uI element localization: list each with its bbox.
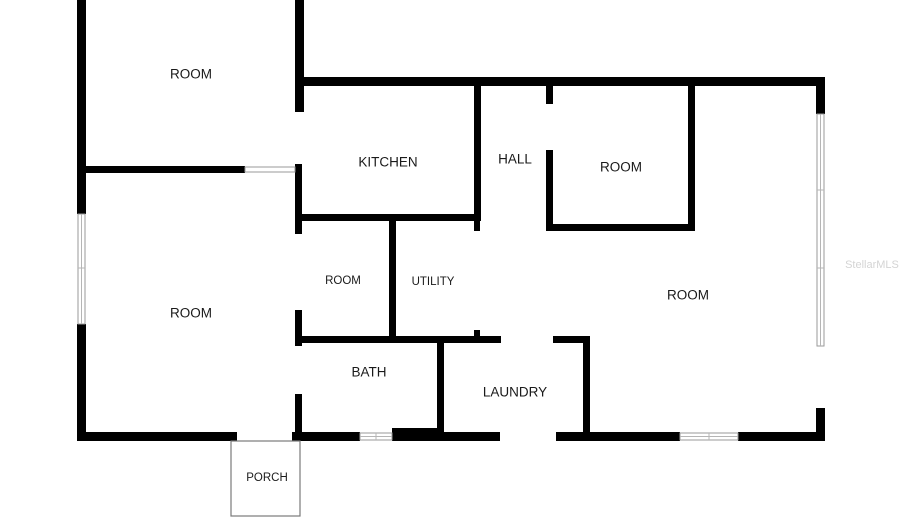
wall-outer-right-top (816, 77, 825, 114)
wall-top-room-bottom (77, 166, 245, 173)
wall-utility-right (474, 221, 480, 231)
wall-small-room-right (389, 214, 396, 338)
wall-center-left-upper (295, 164, 302, 234)
window-room-right (679, 432, 739, 441)
wall-main-top (295, 77, 825, 86)
label-room-top-left: ROOM (170, 67, 212, 82)
label-room-right: ROOM (667, 288, 709, 303)
watermark-text: StellarMLS (845, 259, 899, 271)
wall-top-room-right (295, 0, 304, 112)
windows (77, 113, 825, 441)
room-labels: ROOM ROOM KITCHEN HALL ROOM ROOM UTILITY… (170, 67, 709, 484)
wall-center-left-mid (295, 310, 302, 346)
opening-top-room (244, 166, 296, 173)
wall-center-left-lower (295, 394, 302, 441)
label-room-mid-right: ROOM (600, 160, 642, 175)
window-bath (359, 432, 393, 441)
wall-inner-room-right (688, 86, 695, 231)
label-bath: BATH (351, 365, 386, 380)
wall-bath-top (295, 336, 501, 343)
wall-kitchen-bottom (295, 214, 481, 221)
wall-laundry-right (583, 336, 590, 434)
label-hall: HALL (498, 152, 532, 167)
wall-outer-left-upper (77, 0, 86, 214)
wall-inner-room-bottom (546, 224, 695, 231)
wall-bottom-mid-1 (292, 432, 360, 441)
wall-outer-right-bottom (816, 408, 825, 441)
wall-inner-room-left-top (546, 86, 553, 104)
wall-laundry-top-right (553, 336, 590, 343)
window-left (77, 213, 86, 325)
wall-outer-left-lower (77, 324, 86, 441)
wall-inner-room-left (546, 150, 553, 231)
wall-bottom-right-2 (738, 432, 825, 441)
label-kitchen: KITCHEN (358, 155, 417, 170)
wall-bath-right (437, 340, 444, 434)
walls (77, 0, 825, 441)
wall-bottom-mid-2 (392, 428, 442, 441)
label-laundry: LAUNDRY (483, 385, 547, 400)
label-room-small: ROOM (325, 275, 361, 287)
wall-utility-right-lower (474, 330, 480, 340)
window-right (816, 113, 825, 347)
wall-bottom-mid-3 (442, 432, 500, 441)
wall-bottom-right-1 (556, 432, 680, 441)
wall-bottom-left (77, 432, 237, 441)
label-utility: UTILITY (412, 276, 455, 288)
label-room-left: ROOM (170, 306, 212, 321)
label-porch: PORCH (246, 472, 288, 484)
porch-outline (230, 440, 301, 517)
wall-kitchen-right (474, 86, 481, 221)
